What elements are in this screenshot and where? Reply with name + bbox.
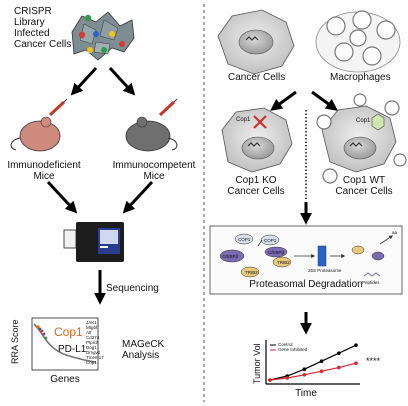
rra-plot xyxy=(31,317,99,371)
syringe-icon xyxy=(48,100,66,117)
legend-control: Control xyxy=(278,342,293,347)
mageck-label: MAGeCK xyxy=(122,339,165,350)
arrow-to-immunodeficient xyxy=(70,66,98,96)
tumor-vol-axis: Tumor Vol xyxy=(252,343,262,384)
ko-label-2: Cancer Cells xyxy=(227,186,285,197)
rra-legend-item: Cop1 xyxy=(86,360,97,365)
ko-cop1-tag: Cop1 xyxy=(236,117,251,123)
immunocompetent-label-2: Mice xyxy=(143,171,165,182)
library-label-line-4: Cancer Cells xyxy=(14,39,72,50)
immunodeficient-mouse-icon xyxy=(10,98,68,152)
rra-legend-item: Dmgv2 xyxy=(86,350,101,355)
sequencer-icon xyxy=(63,222,124,262)
rra-legend-item: Atf xyxy=(86,330,92,335)
library-label-line-3: Infected xyxy=(14,28,50,39)
pathway-label: COP1 xyxy=(238,237,251,242)
rra-score-axis: RRA Score xyxy=(10,319,20,364)
analysis-label: Analysis xyxy=(122,350,160,361)
immunodeficient-label: Immunodeficient xyxy=(7,160,81,171)
cancer-cells-label: Cancer Cells xyxy=(228,72,286,83)
wt-label-1: Cop1 WT xyxy=(342,175,386,186)
library-label-line-1: CRISPR xyxy=(14,6,52,17)
library-label-line-2: Library xyxy=(14,17,45,28)
immunocompetent-mouse-icon xyxy=(125,98,178,152)
pdl1-hit-label: PD-L1 xyxy=(58,344,87,355)
time-axis: Time xyxy=(295,388,317,399)
degradation-label: Proteasomal Degradation xyxy=(249,279,363,290)
rra-legend-item: Cd274 xyxy=(86,335,100,340)
arrow-to-sequencer-right xyxy=(122,180,154,214)
ko-label-1: Cop1 KO xyxy=(235,175,277,186)
rra-legend-item: Mtg5f xyxy=(86,325,98,330)
pathway-label: 26S Proteasome xyxy=(308,268,342,273)
infected-cells-cluster-icon xyxy=(71,11,135,61)
macrophages-label: Macrophages xyxy=(330,72,391,83)
pathway-label: TRIB2 xyxy=(245,270,258,275)
significance-stars: **** xyxy=(366,356,381,366)
rra-legend-item: Dog1 xyxy=(86,345,97,350)
pathway-label: aa xyxy=(392,230,398,235)
immunodeficient-label-2: Mice xyxy=(33,171,55,182)
wt-label-2: Cancer Cells xyxy=(335,186,393,197)
cop1-hit-label: Cop1 xyxy=(54,325,83,339)
arrow-to-sequencer-left xyxy=(46,180,78,214)
syringe-icon xyxy=(158,100,176,117)
rra-legend: JAK1 Mtg5f Atf Cd274 Ptpn2 Dog1 Dmgv2 Tm… xyxy=(86,320,104,365)
legend-inhibited: Gene Inhibited xyxy=(278,347,308,352)
immunocompetent-label: Immunocompetent xyxy=(112,160,196,171)
genes-axis: Genes xyxy=(50,374,80,385)
rra-legend-item: JAK1 xyxy=(86,320,97,325)
pathway-label: COP1 xyxy=(264,238,277,243)
rra-legend-item: Ptpn2 xyxy=(86,340,98,345)
rra-legend-item: Tmem17 xyxy=(86,355,104,360)
wt-cop1-tag: Cop1 xyxy=(356,118,371,124)
pathway-label: C/EBPβ xyxy=(222,254,239,259)
pathway-label: Peptides xyxy=(362,280,380,285)
pathway-label: TRIB2 xyxy=(277,260,290,265)
sequencing-label: Sequencing xyxy=(106,283,159,294)
pathway-label: C/EBPβ xyxy=(268,250,285,255)
arrow-to-immunocompetent xyxy=(108,66,136,96)
